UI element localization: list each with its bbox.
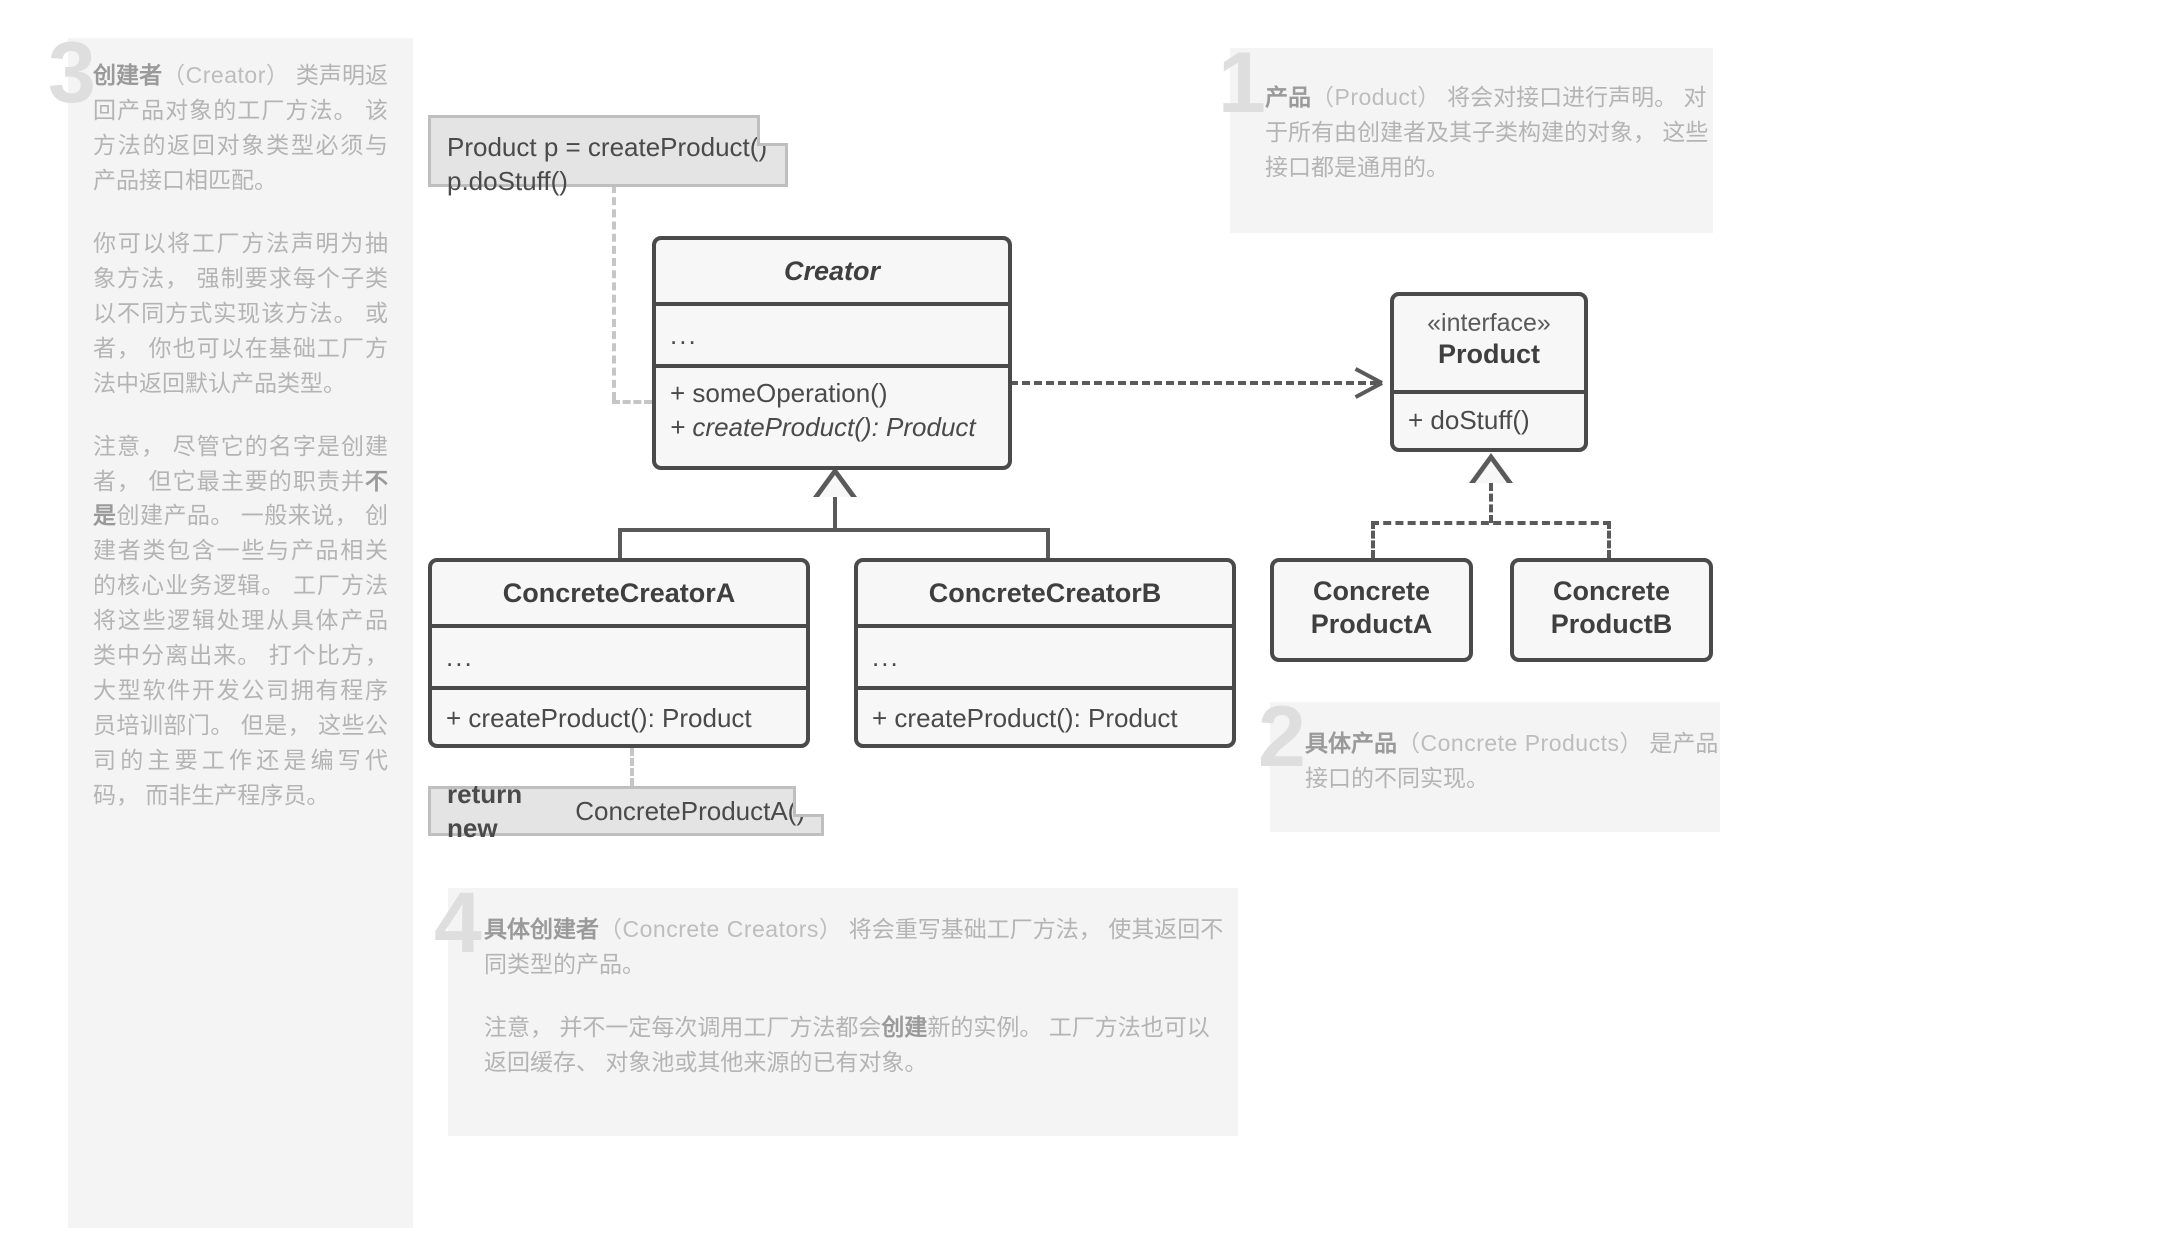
class-concrete-creator-a-attribute-0: ... [446, 641, 474, 672]
annotation-panel-4 [448, 888, 1238, 1136]
annotation-panel-2 [1270, 702, 1720, 832]
annotation-4-title: 具体创建者 [484, 916, 599, 942]
class-concrete-creator-b[interactable]: ConcreteCreatorB ... + createProduct(): … [854, 558, 1236, 748]
note-connector-horizontal [612, 400, 652, 404]
generalization-stem-creator [833, 497, 837, 528]
annotation-body-2: 具体产品（Concrete Products） 是产品接口的不同实现。 [1305, 726, 1725, 796]
class-concrete-creator-a-name: ConcreteCreatorA [502, 577, 736, 608]
annotation-2-paragraph-1: 具体产品（Concrete Products） 是产品接口的不同实现。 [1305, 730, 1719, 791]
annotation-4-paragraph-2: 注意， 并不一定每次调用工厂方法都会创建新的实例。 工厂方法也可以返回缓存、 对… [484, 1013, 1210, 1075]
annotation-1-title-en: （Product） [1311, 84, 1441, 110]
class-concrete-creator-a-header: ConcreteCreatorA [432, 562, 806, 624]
realization-branch-product-b [1607, 521, 1611, 558]
class-product-stereotype: «interface» [1427, 309, 1551, 337]
class-product-name: Product [1437, 339, 1540, 369]
annotation-number-3: 3 [48, 25, 96, 121]
annotation-3-emphasis: 不是 [93, 467, 388, 529]
note-fold-corner [793, 786, 824, 817]
note-client-code-line1: Product p = createProduct() [447, 132, 768, 162]
realization-triangle-product-fill [1475, 461, 1507, 483]
annotation-1-title: 产品 [1265, 84, 1311, 110]
class-concrete-creator-b-attribute-0: ... [872, 641, 900, 672]
return-note-connector [630, 748, 634, 786]
note-return-bold: return new [447, 778, 523, 843]
dependency-arrowhead [1352, 367, 1383, 399]
class-concrete-product-a[interactable]: Concrete ProductA [1270, 558, 1473, 662]
class-product[interactable]: «interface» Product + doStuff() [1390, 292, 1588, 452]
annotation-3-paragraph-3: 注意， 尽管它的名字是创建者， 但它最主要的职责并不是创建产品。 一般来说， 创… [93, 432, 389, 809]
class-concrete-creator-a[interactable]: ConcreteCreatorA ... + createProduct(): … [428, 558, 810, 748]
class-concrete-product-a-name-line1: Concrete [1312, 576, 1431, 606]
note-connector-vertical [612, 185, 616, 400]
annotation-4-paragraph-1: 具体创建者（Concrete Creators） 将会重写基础工厂方法， 使其返… [484, 916, 1224, 977]
annotation-panel-1 [1230, 48, 1713, 233]
class-concrete-product-b-name-line2: ProductB [1550, 608, 1673, 639]
class-creator-attributes: ... [656, 302, 1008, 364]
generalization-triangle-creator-fill [819, 475, 851, 497]
class-creator-header: Creator [656, 240, 1008, 302]
arrowhead-stroke-lower [1354, 381, 1383, 399]
annotation-body-3: 创建者（Creator） 类声明返回产品对象的工厂方法。 该方法的返回对象类型必… [93, 58, 388, 813]
annotation-2-title-en: （Concrete Products） [1397, 730, 1643, 756]
realization-bus-product [1371, 521, 1611, 525]
note-return-rest: ConcreteProductA() [568, 795, 805, 826]
annotation-panel-3 [68, 38, 413, 1228]
annotation-1-paragraph-1: 产品（Product） 将会对接口进行声明。 对于所有由创建者及其子类构建的对象… [1265, 84, 1709, 180]
class-product-methods: + doStuff() [1394, 390, 1584, 448]
class-creator[interactable]: Creator ... + someOperation() + createPr… [652, 236, 1012, 470]
class-creator-methods: + someOperation() + createProduct(): Pro… [656, 364, 1008, 466]
realization-branch-product-a [1371, 521, 1375, 558]
annotation-4-title-en: （Concrete Creators） [599, 916, 843, 942]
class-concrete-product-a-header: Concrete ProductA [1274, 562, 1469, 658]
annotation-number-1: 1 [1218, 35, 1266, 131]
annotation-3-paragraph-2: 你可以将工厂方法声明为抽象方法， 强制要求每个子类以不同方式实现该方法。 或者，… [93, 229, 388, 396]
class-concrete-creator-b-methods: + createProduct(): Product [858, 686, 1232, 744]
note-return-statement: return new ConcreteProductA() [428, 779, 824, 843]
class-concrete-creator-b-attributes: ... [858, 624, 1232, 686]
class-concrete-creator-b-name: ConcreteCreatorB [928, 577, 1162, 608]
annotation-2-title: 具体产品 [1305, 730, 1397, 756]
class-concrete-product-b[interactable]: Concrete ProductB [1510, 558, 1713, 662]
class-concrete-creator-a-methods: + createProduct(): Product [432, 686, 806, 744]
class-creator-attribute-0: ... [670, 319, 698, 350]
class-concrete-product-b-name-line1: Concrete [1552, 576, 1671, 606]
class-creator-method-0: + someOperation() [670, 378, 888, 408]
dependency-line-creator-product [1010, 381, 1378, 385]
class-concrete-creator-b-method-0: + createProduct(): Product [872, 703, 1178, 734]
annotation-3-paragraph-1: 创建者（Creator） 类声明返回产品对象的工厂方法。 该方法的返回对象类型必… [93, 62, 389, 193]
class-concrete-product-b-header: Concrete ProductB [1514, 562, 1709, 658]
annotation-body-1: 产品（Product） 将会对接口进行声明。 对于所有由创建者及其子类构建的对象… [1265, 80, 1720, 185]
class-concrete-creator-a-method-0: + createProduct(): Product [446, 703, 752, 734]
class-product-method-0: + doStuff() [1408, 405, 1530, 436]
annotation-number-4: 4 [434, 875, 482, 971]
class-concrete-product-a-name-line2: ProductA [1310, 608, 1433, 639]
annotation-3-title: 创建者 [93, 62, 163, 88]
annotation-3-title-en: （Creator） [162, 62, 290, 88]
annotation-number-2: 2 [1258, 689, 1306, 785]
class-creator-method-1: + createProduct(): Product [670, 411, 976, 442]
annotation-body-4: 具体创建者（Concrete Creators） 将会重写基础工厂方法， 使其返… [484, 912, 1229, 1080]
note-fold-corner [757, 115, 788, 146]
class-concrete-creator-b-header: ConcreteCreatorB [858, 562, 1232, 624]
generalization-branch-creator-b [1046, 528, 1050, 558]
note-client-code-line2: p.doStuff() [447, 166, 568, 197]
class-product-header: «interface» Product [1394, 296, 1584, 390]
class-concrete-creator-a-attributes: ... [432, 624, 806, 686]
annotation-4-emphasis: 创建 [881, 1013, 928, 1040]
generalization-bus-creator [618, 528, 1050, 532]
class-creator-name: Creator [783, 255, 881, 286]
realization-stem-product [1489, 483, 1493, 523]
generalization-branch-creator-a [618, 528, 622, 558]
note-client-code: Product p = createProduct() p.doStuff() [428, 115, 788, 196]
